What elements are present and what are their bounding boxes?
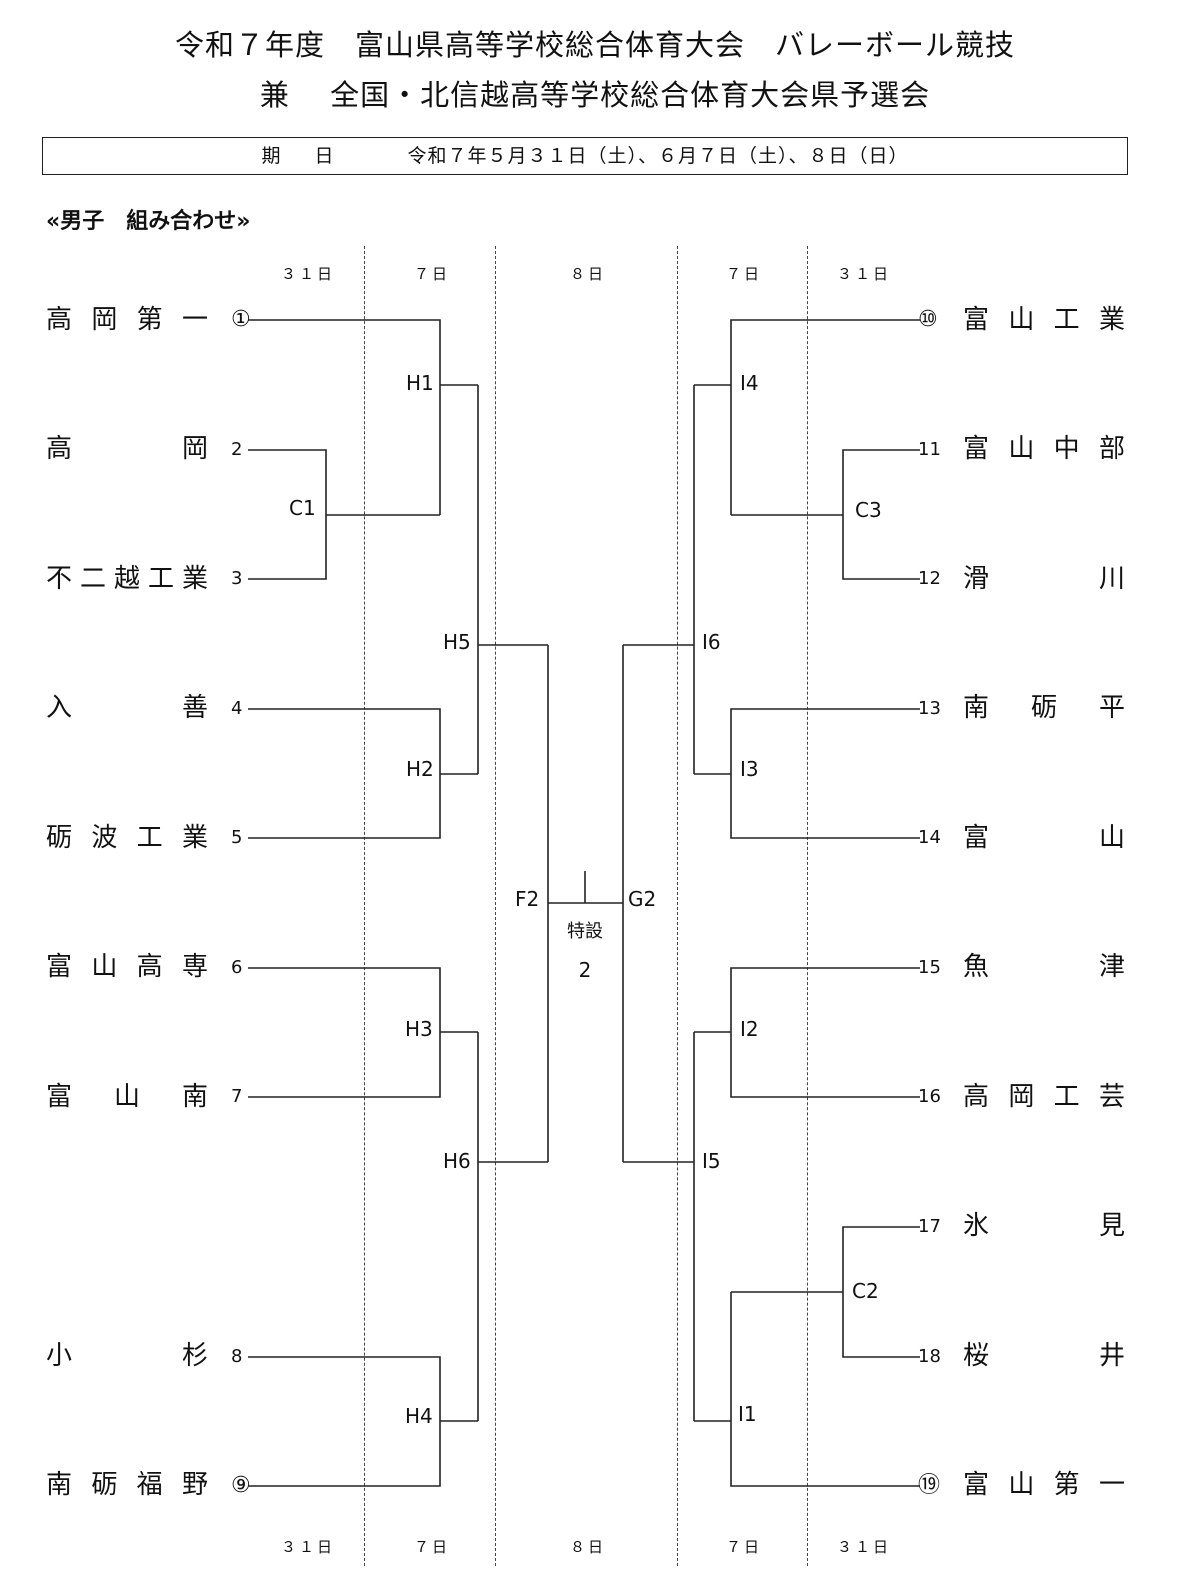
team-left-5: 砺波工業	[46, 823, 208, 853]
day-header-bottom-2: ７日	[413, 1538, 451, 1556]
team-left-2: 高岡	[46, 434, 208, 464]
team-right-11: 富山中部	[963, 434, 1125, 464]
day-header-bottom-4: ７日	[725, 1538, 763, 1556]
seed-right-14: 14	[918, 827, 941, 848]
date-value: 令和７年５月３１日（土）、６月７日（土）、８日（日）	[407, 145, 909, 167]
final-court-number: 2	[578, 958, 592, 982]
seed-right-15: 15	[918, 957, 941, 978]
match-label-h2: H2	[406, 757, 434, 781]
team-left-6: 富山高専	[46, 952, 208, 982]
match-label-i4: I4	[740, 371, 759, 395]
match-label-i5: I5	[702, 1149, 721, 1173]
match-label-i3: I3	[740, 757, 759, 781]
seed-left-9: ⑨	[231, 1473, 251, 1498]
day-header-bottom-1: ３１日	[280, 1538, 336, 1556]
page-title-line2: 兼 全国・北信越高等学校総合体育大会県予選会	[259, 78, 931, 112]
team-left-8: 小杉	[46, 1341, 208, 1371]
match-label-h4: H4	[405, 1404, 433, 1428]
match-label-i2: I2	[740, 1017, 759, 1041]
match-label-f2: F2	[515, 887, 540, 911]
bracket-line	[730, 967, 920, 1098]
bracket-line	[730, 1292, 920, 1487]
seed-right-19: ⑲	[918, 1473, 941, 1498]
seed-left-6: 6	[231, 957, 243, 978]
final-court-label: 特設	[567, 921, 603, 942]
day-separator	[677, 246, 678, 1566]
team-left-1: 高岡第一	[46, 305, 208, 335]
team-right-12: 滑川	[963, 564, 1125, 594]
team-right-16: 高岡工芸	[963, 1082, 1125, 1112]
team-left-4: 入善	[46, 693, 208, 723]
day-separator	[807, 246, 808, 1566]
team-right-13: 南砺平	[963, 693, 1125, 723]
seed-right-16: 16	[918, 1086, 941, 1107]
team-right-18: 桜井	[963, 1341, 1125, 1371]
section-title: «男子 組み合わせ»	[46, 209, 251, 234]
seed-right-13: 13	[918, 698, 941, 719]
match-label-h5: H5	[443, 630, 471, 654]
seed-left-7: 7	[231, 1086, 243, 1107]
date-label: 期 日	[261, 145, 348, 167]
bracket-line	[730, 708, 920, 839]
match-label-c2: C2	[852, 1279, 879, 1303]
bracket-line	[730, 319, 920, 515]
team-left-7: 富山南	[46, 1082, 208, 1112]
match-label-h3: H3	[405, 1017, 433, 1041]
seed-right-10: ⑩	[918, 307, 938, 332]
day-header-bottom-3: ８日	[569, 1538, 607, 1556]
team-right-15: 魚津	[963, 952, 1125, 982]
match-label-c3: C3	[855, 498, 882, 522]
team-right-17: 氷見	[963, 1211, 1125, 1241]
schedule-box: 期 日 令和７年５月３１日（土）、６月７日（土）、８日（日）	[42, 137, 1128, 175]
match-label-i1: I1	[738, 1402, 757, 1426]
seed-left-5: 5	[231, 827, 243, 848]
match-label-g2: G2	[628, 887, 657, 911]
day-header-top-5: ３１日	[836, 265, 892, 283]
bracket-line	[248, 319, 441, 515]
day-header-top-2: ７日	[413, 265, 451, 283]
team-left-9: 南砺福野	[46, 1470, 208, 1500]
seed-right-18: 18	[918, 1346, 941, 1367]
team-right-14: 富山	[963, 823, 1125, 853]
day-header-top-3: ８日	[569, 265, 607, 283]
match-label-i6: I6	[702, 630, 721, 654]
day-separator	[364, 246, 365, 1566]
seed-right-17: 17	[918, 1216, 941, 1237]
seed-left-1: ①	[231, 307, 251, 332]
day-header-bottom-5: ３１日	[836, 1538, 892, 1556]
seed-left-8: 8	[231, 1346, 243, 1367]
day-header-top-4: ７日	[725, 265, 763, 283]
seed-left-2: 2	[231, 439, 243, 460]
team-right-19: 富山第一	[963, 1470, 1125, 1500]
day-header-top-1: ３１日	[280, 265, 336, 283]
match-label-c1: C1	[289, 496, 316, 520]
day-separator	[495, 246, 496, 1566]
match-label-h6: H6	[443, 1149, 471, 1173]
seed-right-12: 12	[918, 568, 941, 589]
page-title-line1: 令和７年度 富山県高等学校総合体育大会 バレーボール競技	[174, 28, 1015, 62]
match-label-h1: H1	[406, 371, 434, 395]
team-left-3: 不二越工業	[46, 564, 208, 594]
seed-right-11: 11	[918, 439, 941, 460]
seed-left-4: 4	[231, 698, 243, 719]
seed-left-3: 3	[231, 568, 243, 589]
team-right-10: 富山工業	[963, 305, 1125, 335]
